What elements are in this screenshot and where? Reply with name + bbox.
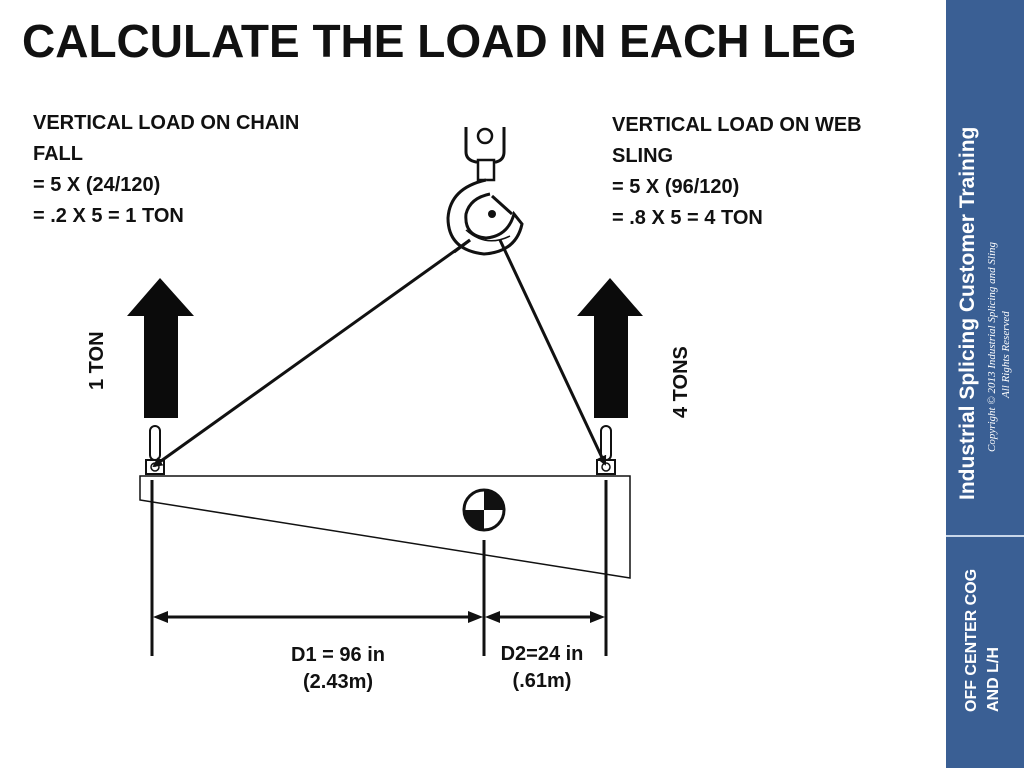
left-note-line1: VERTICAL LOAD ON CHAIN <box>33 112 300 134</box>
d1-line1: D1 = 96 in <box>291 644 385 666</box>
right-note-line3: = 5 X (96/120) <box>612 176 740 198</box>
brand-text: Industrial Splicing Customer Training <box>956 126 979 500</box>
right-note-line2: SLING <box>612 145 674 167</box>
tapered-beam <box>139 475 631 579</box>
section-title-line1: OFF CENTER COG <box>963 568 980 712</box>
right-load-label: 4 TONS <box>670 346 692 418</box>
left-load-calculation: VERTICAL LOAD ON CHAIN FALL = 5 X (24/12… <box>33 108 299 232</box>
copyright-line2: All Rights Reserved <box>1000 311 1012 398</box>
left-load-label: 1 TON <box>86 331 108 390</box>
right-sling-leg <box>498 239 607 466</box>
center-of-gravity-icon <box>462 488 506 532</box>
crane-hook-icon <box>446 127 524 256</box>
copyright-line1: Copyright © 2013 Industrial Splicing and… <box>986 241 998 452</box>
left-note-line3: = 5 X (24/120) <box>33 174 161 196</box>
right-note-line4: = .8 X 5 = 4 TON <box>612 207 763 229</box>
left-up-arrow-icon <box>127 278 194 418</box>
d1-line2: (2.43m) <box>302 671 374 693</box>
left-note-line2: FALL <box>33 143 83 165</box>
right-load-calculation: VERTICAL LOAD ON WEB SLING = 5 X (96/120… <box>612 110 862 234</box>
left-note-line4: = .2 X 5 = 1 TON <box>33 205 184 227</box>
d2-label: D2=24 in (.61m) <box>482 641 602 695</box>
right-note-line1: VERTICAL LOAD ON WEB <box>612 114 862 136</box>
section-title-line2: AND L/H <box>985 647 1002 712</box>
d2-line1: D2=24 in <box>500 643 584 665</box>
rigging-diagram <box>127 127 643 656</box>
left-sling-leg <box>152 238 471 468</box>
d1-label: D1 = 96 in (2.43m) <box>268 642 408 696</box>
d2-line2: (.61m) <box>512 670 572 692</box>
page-title: CALCULATE THE LOAD IN EACH LEG <box>22 15 857 67</box>
side-panel: Industrial Splicing Customer Training Co… <box>946 0 1024 768</box>
right-up-arrow-icon <box>577 278 643 418</box>
panel-divider <box>946 535 1024 537</box>
